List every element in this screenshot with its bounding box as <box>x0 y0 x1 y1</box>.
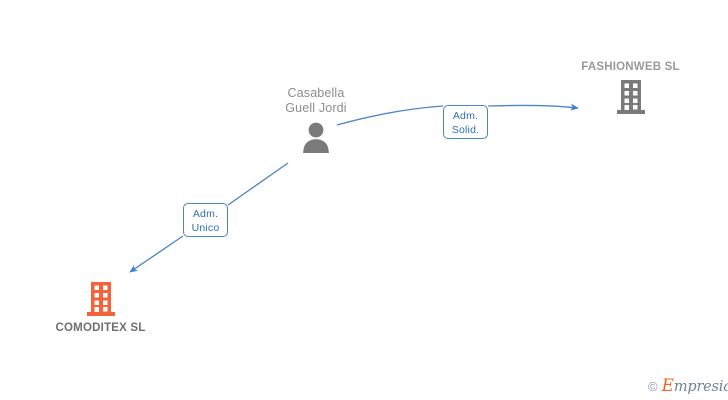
node-company-fashionweb[interactable]: FASHIONWEB SL <box>568 60 693 114</box>
building-icon <box>86 282 115 316</box>
copyright-icon: © <box>648 379 658 394</box>
watermark-brand-rest: mpresia <box>673 379 728 395</box>
person-icon <box>303 122 329 153</box>
edge-label-adm-unico[interactable]: Adm. Unico <box>183 203 228 237</box>
company-name-label: COMODITEX SL <box>55 322 146 334</box>
node-company-comoditex[interactable]: COMODITEX SL <box>38 282 163 335</box>
watermark-brand-initial: E <box>661 376 674 396</box>
building-icon <box>616 80 645 114</box>
person-name-label: Casabella Guell Jordi <box>285 86 347 115</box>
edge-adm-solid <box>336 103 579 126</box>
company-name-label: FASHIONWEB SL <box>581 61 680 73</box>
node-person-casabella-guell-jordi[interactable]: Casabella Guell Jordi <box>264 86 368 153</box>
edge-label-adm-solid[interactable]: Adm. Solid. <box>443 105 488 139</box>
edge-adm-unico <box>129 162 289 273</box>
watermark-empresia: © Empresia <box>648 378 728 395</box>
watermark-brand: Empresia <box>662 378 728 395</box>
